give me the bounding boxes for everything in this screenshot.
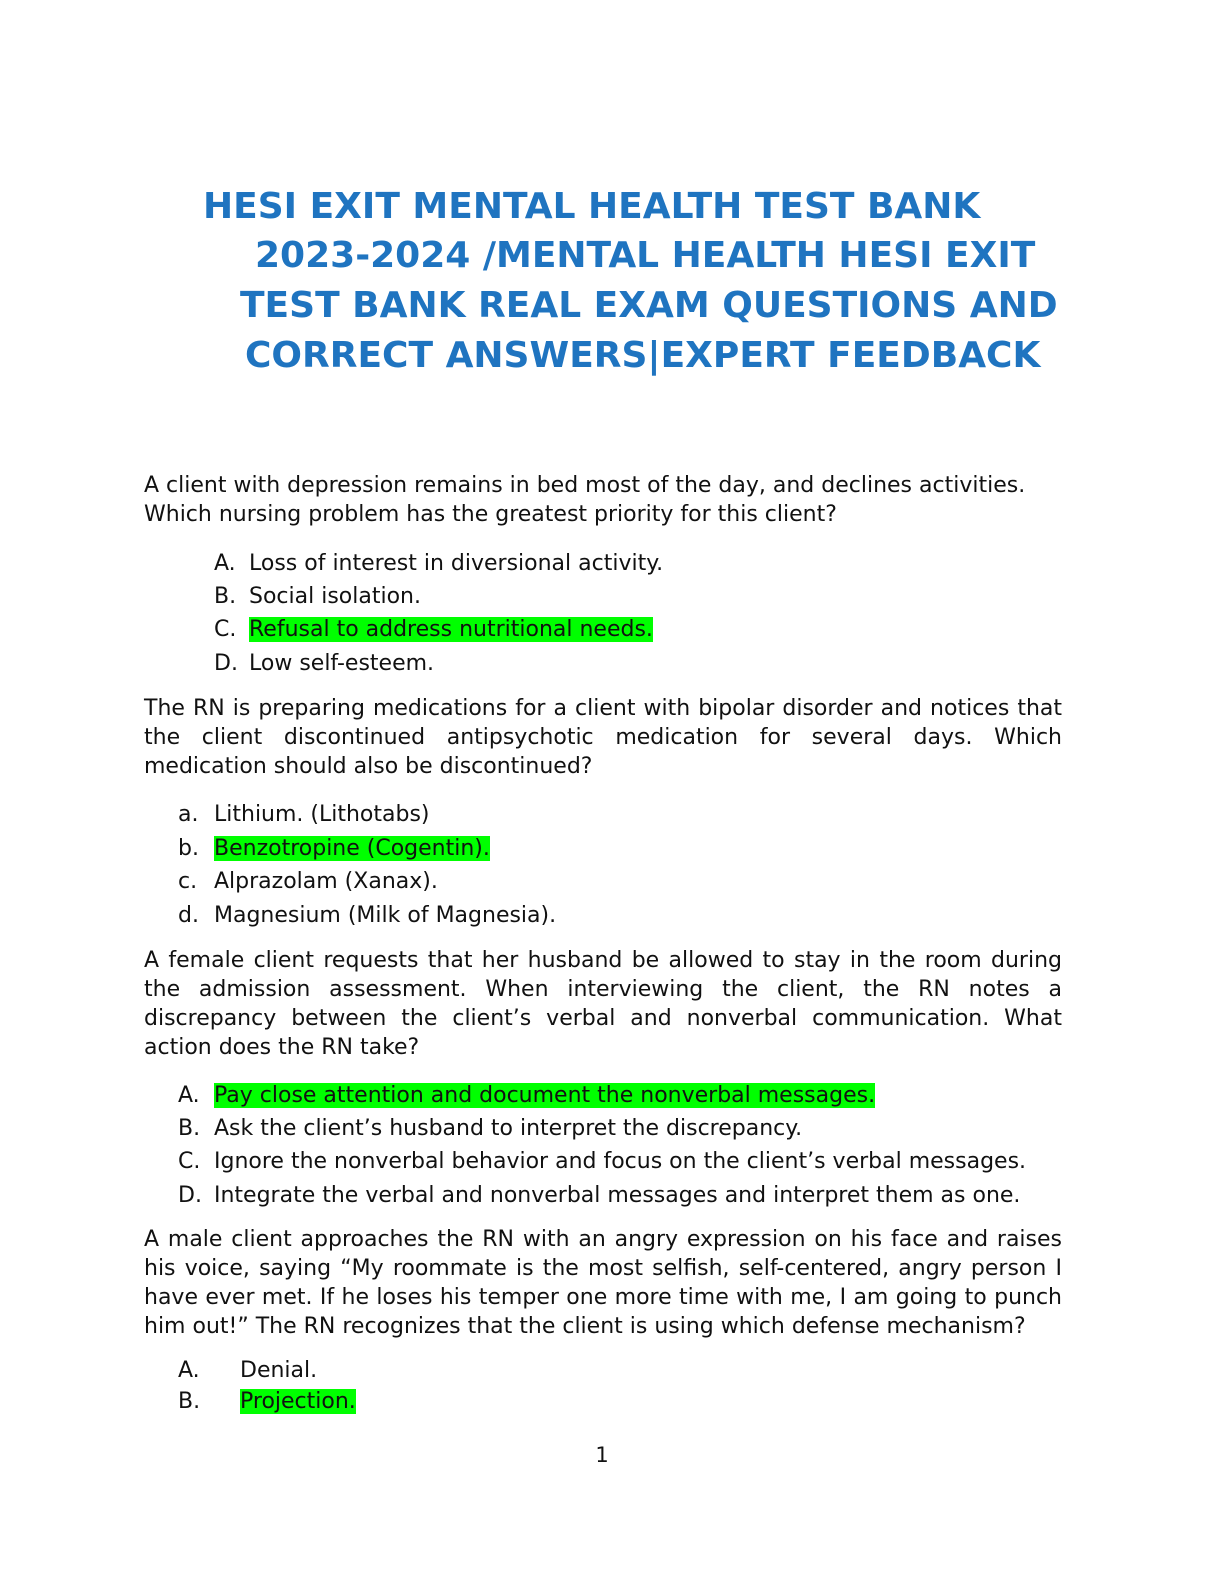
option-text: Social isolation. [249,584,421,609]
option-text: Ask the client’s husband to interpret th… [214,1116,803,1141]
option-letter: A. [214,551,236,576]
option-text: Loss of interest in diversional activity… [249,551,664,576]
option-text: Low self-esteem. [249,651,435,676]
question-2-stem: The RN is preparing medications for a cl… [144,696,1062,779]
question-1-option-d: D. Low self-esteem. [214,649,434,678]
question-2-option-d: d. Magnesium (Milk of Magnesia). [178,901,556,930]
question-1-option-a: A. Loss of interest in diversional activi… [214,549,663,578]
title-line-2: 2023-2024 /MENTAL HEALTH HESI EXIT [255,235,1036,276]
option-letter: a. [178,802,199,827]
option-letter: C. [214,617,237,642]
option-text: Magnesium (Milk of Magnesia). [214,903,557,928]
correct-answer-highlight: Projection. [240,1389,356,1414]
question-3-option-b: B. Ask the client’s husband to interpret … [178,1114,802,1143]
correct-answer-highlight: Refusal to address nutritional needs. [249,617,653,642]
question-2-option-b: b. Benzotropine (Cogentin). [178,834,490,863]
question-3-option-c: C. Ignore the nonverbal behavior and focu… [178,1147,1026,1176]
title-line-4: CORRECT ANSWERS|EXPERT FEEDBACK [245,335,1041,376]
question-2-option-a: a. Lithium. (Lithotabs) [178,800,430,829]
question-4-option-a: A. Denial. [178,1356,317,1385]
option-letter: B. [214,584,237,609]
option-letter: d. [178,903,199,928]
option-letter: c. [178,869,198,894]
question-4-stem: A male client approaches the RN with an … [144,1227,1062,1339]
question-3-option-d: D. Integrate the verbal and nonverbal mes… [178,1181,1020,1210]
option-letter: A. [178,1083,200,1108]
title-line-3: TEST BANK REAL EXAM QUESTIONS AND [240,285,1058,326]
title-line-1: HESI EXIT MENTAL HEALTH TEST BANK [203,186,981,227]
page-number: 1 [595,1443,609,1467]
question-4-option-b: B. Projection. [178,1387,356,1416]
option-letter: D. [178,1183,202,1208]
question-3-option-a: A. Pay close attention and document the n… [178,1081,876,1110]
option-letter: A. [178,1358,200,1383]
option-text: Denial. [240,1358,318,1383]
question-1-option-c: C. Refusal to address nutritional needs. [214,615,653,644]
question-3-stem: A female client requests that her husban… [144,948,1062,1060]
question-1-stem: A client with depression remains in bed … [144,473,1026,527]
option-text: Lithium. (Lithotabs) [214,802,430,827]
option-letter: D. [214,651,238,676]
correct-answer-highlight: Pay close attention and document the non… [214,1083,876,1108]
option-text: Ignore the nonverbal behavior and focus … [214,1149,1027,1174]
option-letter: B. [178,1116,201,1141]
option-text: Integrate the verbal and nonverbal messa… [214,1183,1021,1208]
option-letter: B. [178,1389,201,1414]
question-1-option-b: B. Social isolation. [214,582,421,611]
option-text: Alprazolam (Xanax). [214,869,438,894]
option-letter: b. [178,836,199,861]
question-2-option-c: c. Alprazolam (Xanax). [178,867,438,896]
option-letter: C. [178,1149,201,1174]
correct-answer-highlight: Benzotropine (Cogentin). [214,836,490,861]
